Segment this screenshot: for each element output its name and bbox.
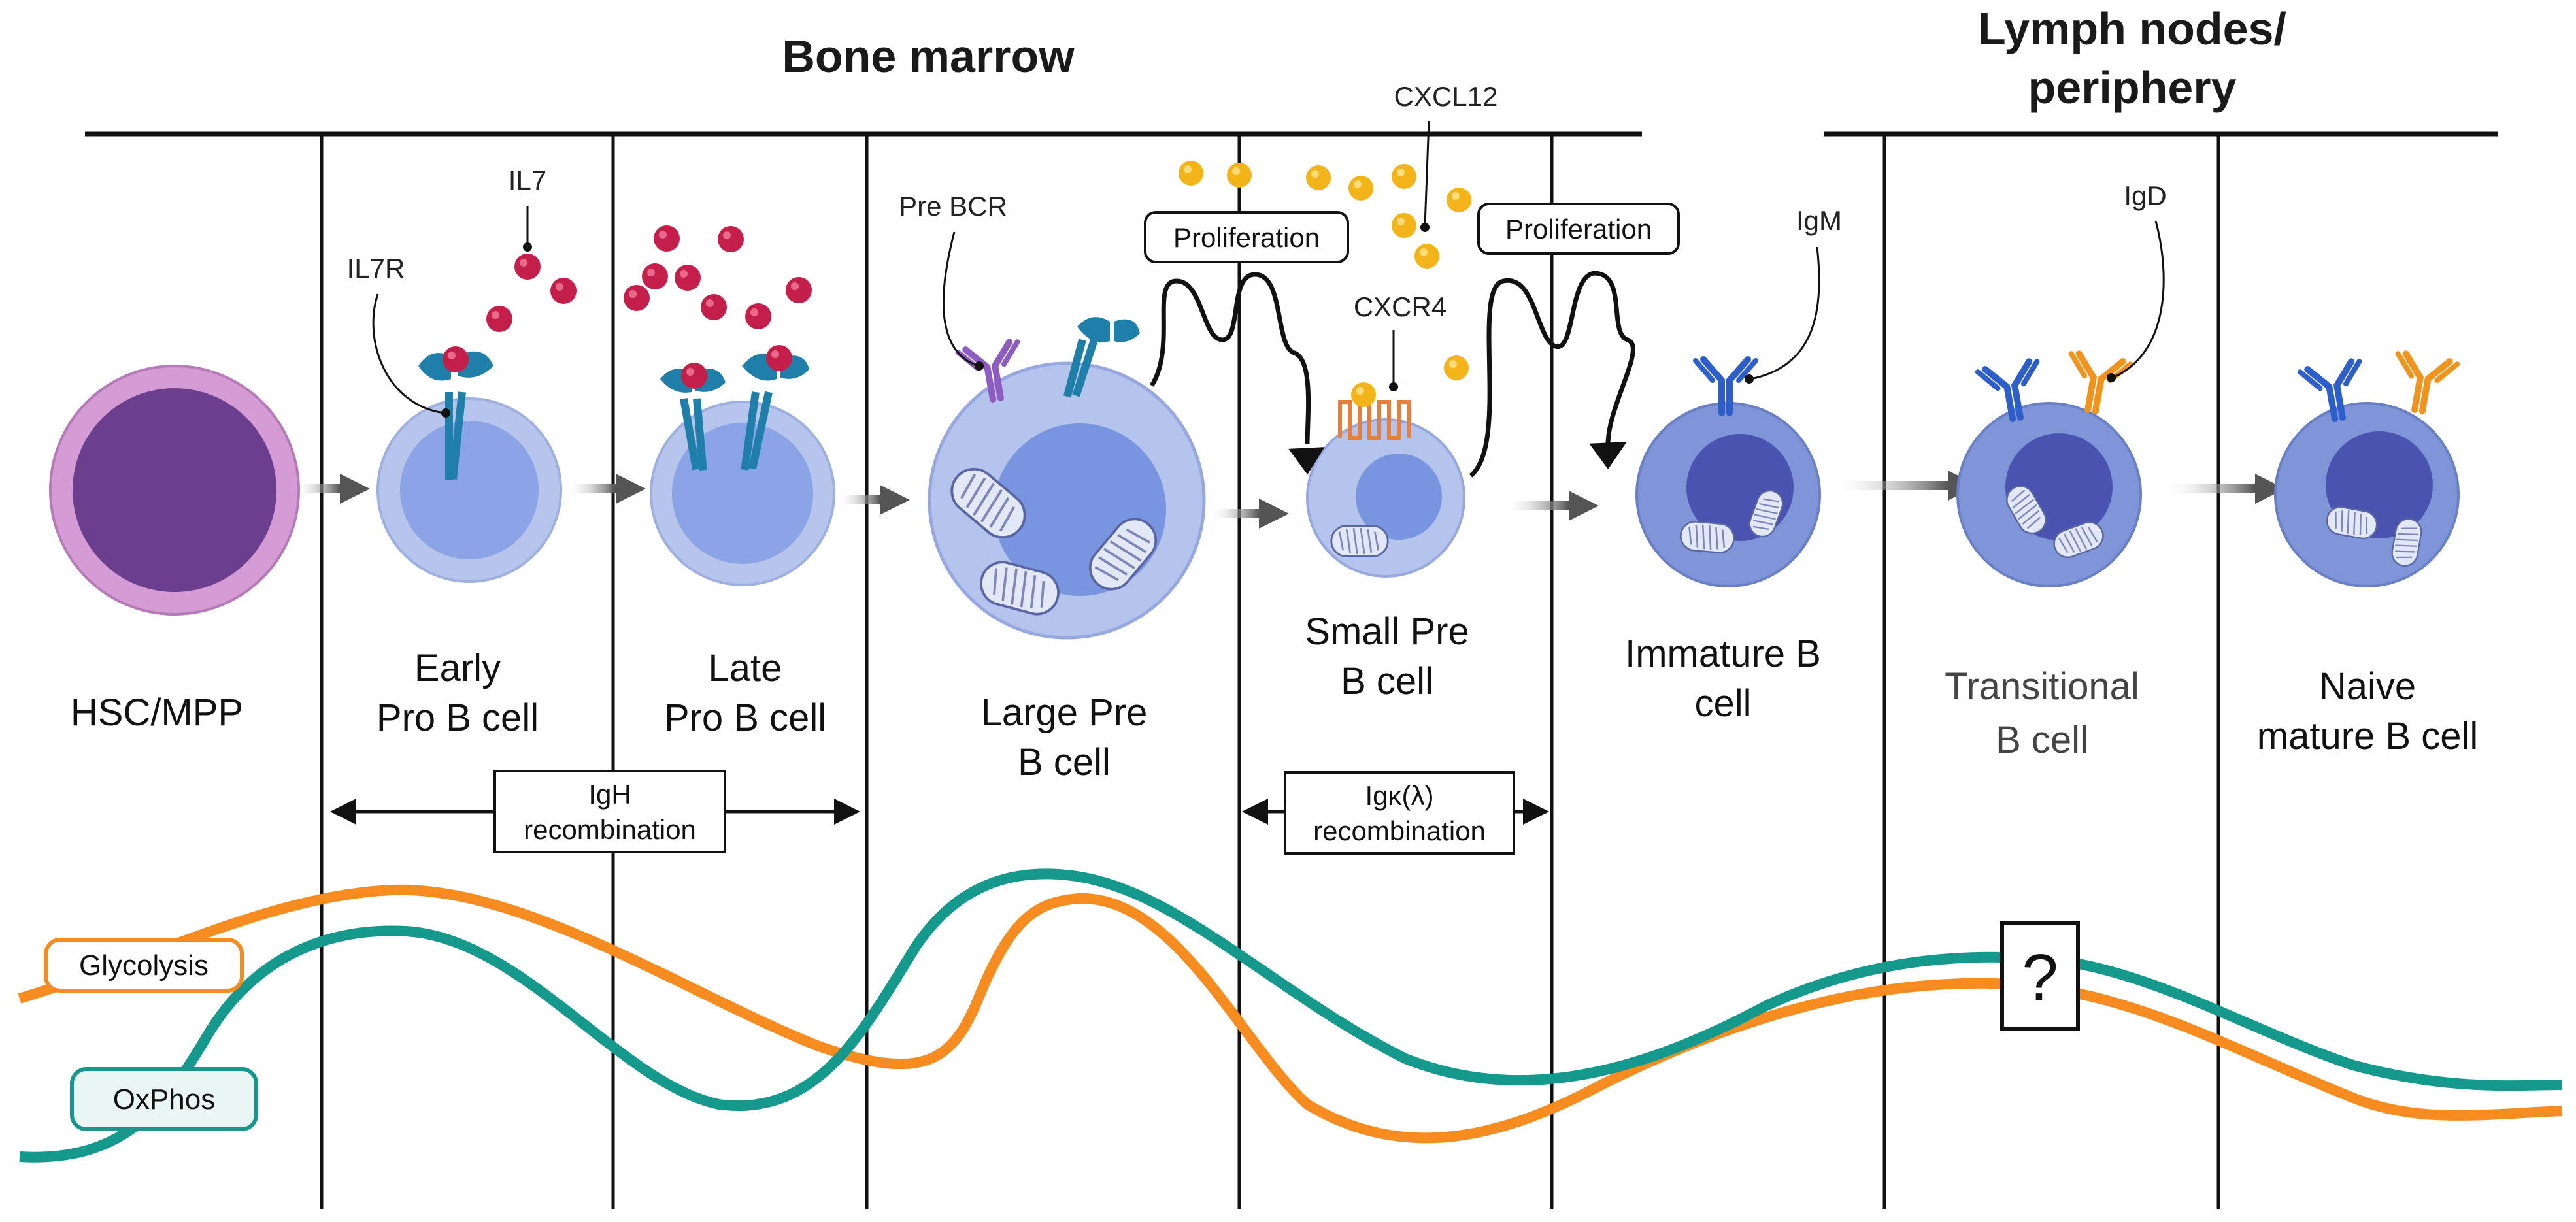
il7r-receptor-late-left xyxy=(660,363,726,471)
label-large-line1: Large Pre xyxy=(981,691,1148,734)
cxcr4-label: CXCR4 xyxy=(1354,291,1447,322)
il7-molecules xyxy=(486,225,812,332)
igm-label: IgM xyxy=(1796,205,1842,236)
label-large-line2: B cell xyxy=(1018,741,1111,784)
il7r-receptor-late-right xyxy=(741,345,809,471)
large-pre-b-cell xyxy=(928,317,1206,640)
label-immature-line1: Immature B xyxy=(1625,633,1821,675)
transitional-b-cell xyxy=(1956,352,2142,587)
il7r-callout: IL7R xyxy=(347,253,450,418)
igh-recombination-label: recombination xyxy=(524,814,696,845)
proliferation-loop-1 xyxy=(1150,272,1325,475)
cxcl12-molecules xyxy=(1179,161,1471,380)
il7-label: IL7 xyxy=(509,165,546,195)
il7r-label: IL7R xyxy=(347,253,405,284)
igk-recombination: Igκ(λ) recombination xyxy=(1242,771,1549,855)
transition-arrows xyxy=(294,471,2285,529)
small-pre-b-cell xyxy=(1306,382,1465,578)
igd-callout: IgD xyxy=(2107,180,2167,382)
pre-bcr-callout: Pre BCR xyxy=(899,191,1007,371)
il7r-receptor-large xyxy=(1063,317,1140,398)
proliferation-box-2: Proliferation xyxy=(1477,203,1680,255)
naive-mature-b-cell xyxy=(2274,352,2458,587)
label-naive-line2: mature B cell xyxy=(2257,715,2478,757)
question-mark: ? xyxy=(2022,941,2058,1014)
cxcl12-callout: CXCL12 xyxy=(1394,81,1498,232)
igm-callout: IgM xyxy=(1745,205,1842,384)
proliferation-label-2: Proliferation xyxy=(1505,214,1652,244)
igd-antibody-naive xyxy=(2389,352,2458,416)
proliferation-loop-2 xyxy=(1469,271,1635,478)
stage-dividers xyxy=(320,134,2220,1209)
cxcr4-receptor xyxy=(1338,400,1411,440)
late-pro-b-cell xyxy=(650,345,835,586)
glycolysis-label: Glycolysis xyxy=(44,938,244,993)
cxcl12-label: CXCL12 xyxy=(1394,81,1498,112)
igd-label: IgD xyxy=(2124,180,2166,211)
igk-label: Igκ(λ) xyxy=(1365,780,1434,811)
label-small-line2: B cell xyxy=(1341,660,1433,702)
label-early-line2: Pro B cell xyxy=(376,697,539,739)
pre-bcr-label: Pre BCR xyxy=(899,191,1007,222)
proliferation-box-1: Proliferation xyxy=(1144,211,1349,263)
oxphos-curve xyxy=(19,868,2563,1163)
igk-recombination-label: recombination xyxy=(1313,816,1486,846)
label-late-line1: Late xyxy=(709,647,782,689)
label-immature-line2: cell xyxy=(1694,682,1751,725)
oxphos-label-text: OxPhos xyxy=(113,1083,216,1115)
question-box: ? xyxy=(2000,921,2080,1031)
region-periphery: periphery xyxy=(2028,62,2237,113)
label-small-line1: Small Pre xyxy=(1305,610,1469,653)
cxcr4-callout: CXCR4 xyxy=(1354,291,1447,391)
hsc-cell xyxy=(49,365,300,616)
igh-recombination: IgH recombination xyxy=(330,770,860,853)
early-pro-b-cell xyxy=(376,346,562,583)
label-hsc: HSC/MPP xyxy=(71,691,243,734)
oxphos-label: OxPhos xyxy=(70,1067,258,1131)
label-naive-line1: Naive xyxy=(2319,665,2416,708)
label-late-line2: Pro B cell xyxy=(664,697,826,739)
glycolysis-curve xyxy=(18,884,2563,1144)
region-bone-marrow: Bone marrow xyxy=(782,31,1075,82)
igh-label: IgH xyxy=(588,779,631,810)
label-early-line1: Early xyxy=(414,647,501,689)
il7-callout: IL7 xyxy=(509,165,546,252)
label-transitional-line2: B cell xyxy=(1996,719,2088,761)
proliferation-label-1: Proliferation xyxy=(1173,222,1320,253)
immature-b-cell xyxy=(1635,359,1821,587)
region-lymph-nodes: Lymph nodes/ xyxy=(1978,3,2286,54)
glycolysis-label-text: Glycolysis xyxy=(79,950,209,982)
label-transitional-line1: Transitional xyxy=(1945,665,2139,708)
